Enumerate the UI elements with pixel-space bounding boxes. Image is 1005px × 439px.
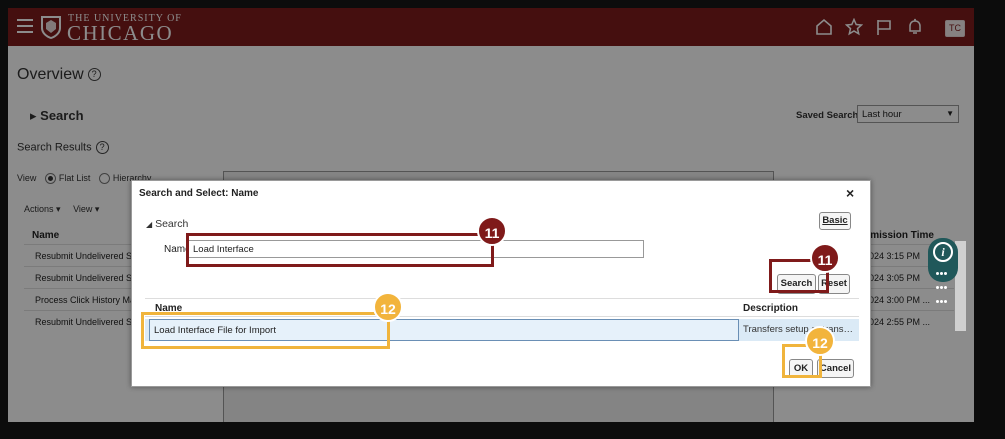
disclosure-triangle-icon: ▸ <box>30 108 37 123</box>
results-table-header: Name Description <box>145 298 859 317</box>
close-icon[interactable]: × <box>846 185 855 201</box>
university-name-small: THE UNIVERSITY OF <box>68 13 182 24</box>
results-scrollbar[interactable] <box>955 241 966 331</box>
help-icon[interactable]: ? <box>87 68 101 82</box>
apps-grid-icon <box>936 265 950 303</box>
saved-search-label: Saved Search <box>796 110 859 121</box>
flat-list-radio[interactable] <box>44 173 56 185</box>
page-title-text: Overview <box>17 66 84 83</box>
chevron-down-icon: ▼ <box>946 109 954 118</box>
home-icon[interactable] <box>815 18 833 36</box>
flat-list-label: Flat List <box>58 173 91 183</box>
table-row[interactable]: Load Interface File for Import Transfers… <box>145 319 859 341</box>
menu-icon[interactable] <box>17 19 33 33</box>
dialog-title: Search and Select: Name <box>139 188 259 199</box>
step-badge-11: 11 <box>477 216 507 246</box>
flag-icon[interactable] <box>875 18 893 36</box>
results-toolbar: Actions ▾ View ▾ <box>24 204 109 215</box>
collapse-triangle-icon: ◢ <box>146 220 153 229</box>
column-header-name[interactable]: Name <box>32 230 60 241</box>
actions-menu[interactable]: Actions ▾ <box>24 204 61 214</box>
notifications-bell-icon[interactable] <box>906 18 924 36</box>
page-title: Overview? <box>17 66 101 84</box>
university-name[interactable]: CHICAGO <box>67 21 174 45</box>
help-assistant-bubble[interactable]: i <box>928 238 958 303</box>
favorites-star-icon[interactable] <box>845 18 863 36</box>
result-description-cell: Transfers setup or transa... <box>743 324 855 335</box>
basic-button[interactable]: Basic <box>819 212 851 230</box>
search-and-select-dialog: Search and Select: Name × ◢ Search Basic… <box>131 180 871 387</box>
view-menu[interactable]: View ▾ <box>73 204 100 214</box>
view-mode-group: View Flat List Hierarchy <box>17 173 152 185</box>
column-header-name[interactable]: Name <box>155 303 183 314</box>
step-badge-12: 12 <box>805 326 835 356</box>
search-button[interactable]: Search <box>777 274 816 294</box>
step-badge-12: 12 <box>373 292 403 322</box>
info-icon: i <box>933 242 953 262</box>
search-results-text: Search Results <box>17 141 92 154</box>
top-header: THE UNIVERSITY OF CHICAGO TC <box>8 8 974 46</box>
saved-search-select[interactable]: Last hour ▼ <box>857 105 959 123</box>
ok-button[interactable]: OK <box>789 359 813 378</box>
step-badge-11: 11 <box>810 243 840 273</box>
reset-button[interactable]: Reset <box>818 274 850 294</box>
search-section-toggle[interactable]: ▸ Search <box>30 108 84 124</box>
help-icon[interactable]: ? <box>95 141 109 154</box>
cancel-button[interactable]: Cancel <box>817 359 854 378</box>
name-input[interactable] <box>187 240 644 258</box>
name-field-label: Name <box>164 244 191 255</box>
search-section-label: Search <box>40 108 84 123</box>
column-header-description[interactable]: Description <box>743 303 799 314</box>
view-label: View <box>17 173 37 183</box>
dialog-search-label: Search <box>155 218 189 230</box>
hierarchy-label: Hierarchy <box>112 173 152 183</box>
university-crest-icon <box>41 16 61 39</box>
app-window: THE UNIVERSITY OF CHICAGO TC Overview? <box>8 8 974 422</box>
dialog-search-section[interactable]: ◢ Search <box>146 218 188 230</box>
user-avatar[interactable]: TC <box>945 20 965 37</box>
search-results-label: Search Results? <box>17 141 109 154</box>
result-name-cell[interactable]: Load Interface File for Import <box>149 319 739 341</box>
column-header-submission-time[interactable]: ubmission Time <box>858 230 934 241</box>
hierarchy-radio[interactable] <box>98 173 110 185</box>
saved-search-value: Last hour <box>862 109 902 120</box>
